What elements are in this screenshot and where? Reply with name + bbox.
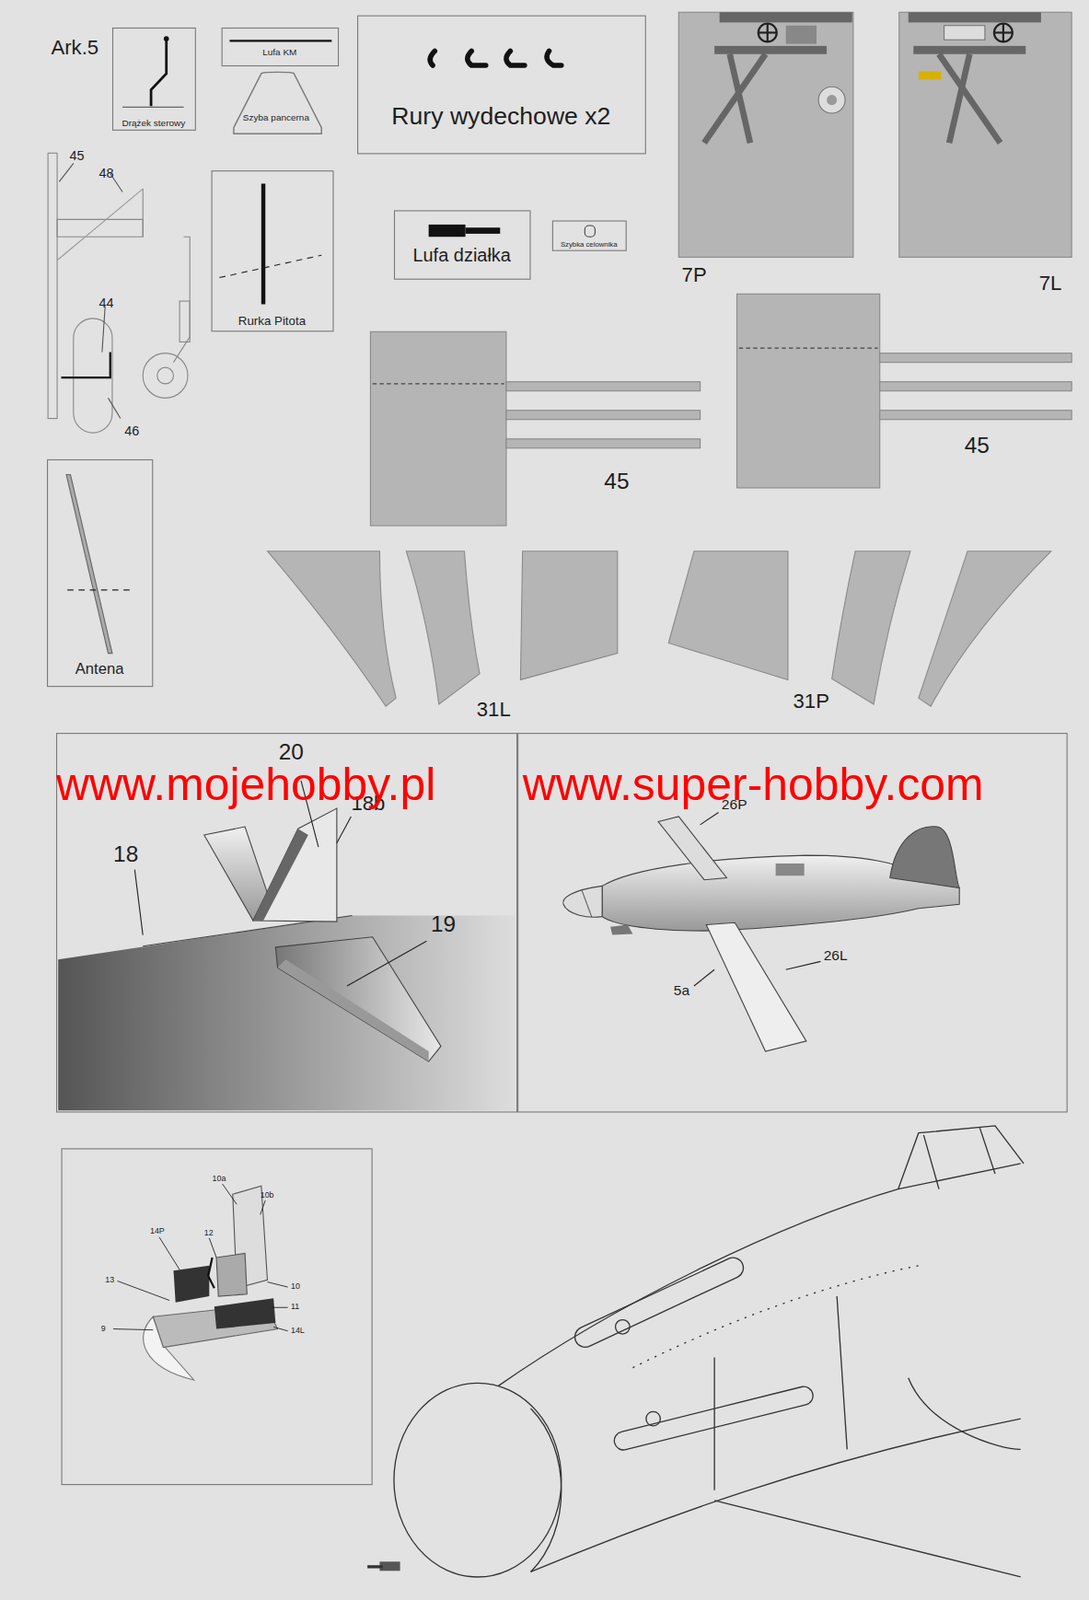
callout-number: 12: [204, 1228, 214, 1239]
part-box: Rurka Pitota: [211, 170, 335, 332]
part-name: Antena: [75, 660, 125, 677]
part-name: Drążek sterowy: [121, 119, 186, 130]
part-name: Szyba pancerna: [243, 113, 310, 124]
sheet-number: Ark.5: [50, 35, 99, 58]
part-number: 31P: [792, 689, 829, 712]
callout-number: 44: [99, 296, 115, 312]
part-number: 31L: [476, 697, 511, 720]
part-name: Lufa działka: [412, 245, 511, 267]
part-box: Antena: [46, 459, 153, 687]
windscreen-outline: [232, 71, 324, 136]
callout-number: 46: [124, 424, 140, 440]
callout-number: 45: [69, 149, 84, 164]
callout-number: 19: [430, 912, 456, 938]
assembly-panel: 10a 10b 14P 12 13 10 11 9 14L: [61, 1147, 373, 1485]
part-number: 45: [603, 469, 629, 495]
callout-number: 13: [104, 1275, 115, 1286]
part-name: Rurka Pitota: [238, 313, 306, 328]
callout-number: 5a: [673, 983, 690, 999]
callout-number: 10: [290, 1283, 301, 1293]
callout-number: 14P: [150, 1228, 165, 1238]
watermark: www.super-hobby.com: [522, 759, 985, 811]
callout-number: 14L: [290, 1326, 305, 1336]
part-name: Szybka celownika: [560, 241, 618, 250]
callout-number: 10b: [260, 1191, 275, 1201]
part-box: Drążek sterowy: [112, 27, 197, 131]
part-number: 7L: [1039, 271, 1063, 294]
part-box: Lufa działka: [393, 209, 532, 279]
part-box: Szybka celownika: [552, 220, 627, 251]
callout-number: 10a: [212, 1174, 227, 1184]
callout-number: 11: [290, 1303, 300, 1313]
part-name: Lufa KM: [262, 47, 297, 58]
callout-number: 48: [99, 166, 115, 182]
part-number: 7P: [682, 263, 707, 286]
part-name: Rury wydechowe x2: [391, 103, 611, 130]
watermark: www.mojehobby.pl: [56, 759, 436, 811]
callout-number: 9: [101, 1324, 106, 1334]
part-box: Rury wydechowe x2: [357, 15, 647, 155]
callout-number: 26L: [823, 948, 848, 964]
part-box: Lufa KM: [221, 27, 340, 67]
part-number: 45: [964, 433, 990, 459]
callout-number: 18: [113, 842, 139, 868]
part-outline: Szyba pancerna: [232, 71, 324, 136]
